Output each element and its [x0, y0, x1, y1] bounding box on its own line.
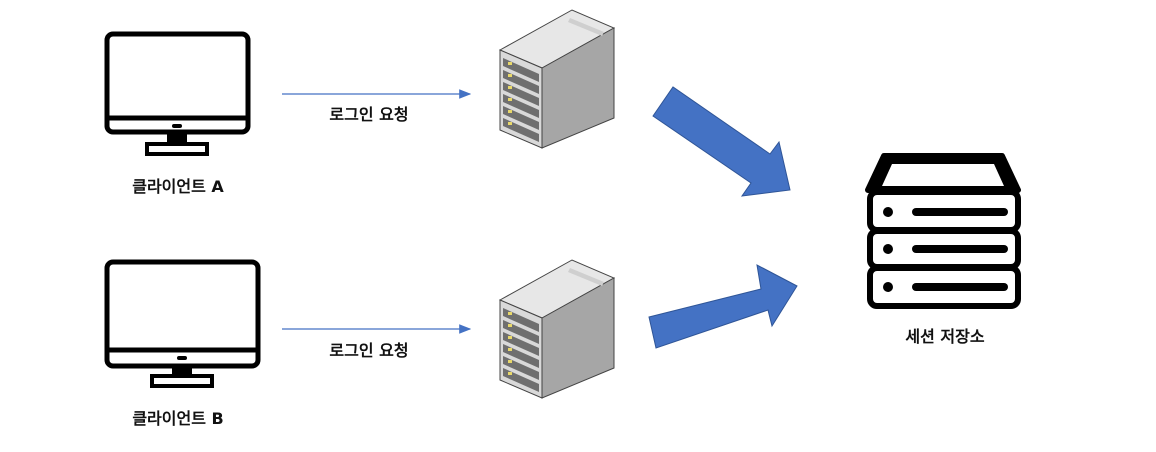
client-a-monitor-icon: [104, 31, 251, 156]
login-request-a-label: 로그인 요청: [329, 105, 409, 124]
server-1-to-store-arrow: [652, 86, 791, 197]
session-store-icon: [865, 153, 1021, 309]
login-request-b-label: 로그인 요청: [329, 341, 409, 360]
server-2-icon: [498, 259, 616, 399]
server-2-to-store-arrow: [648, 264, 798, 349]
client-b-monitor-icon: [104, 259, 261, 388]
client-b-label: 클라이언트 B: [132, 409, 224, 428]
client-a-label: 클라이언트 A: [132, 177, 224, 196]
session-store-label: 세션 저장소: [905, 327, 985, 346]
server-1-icon: [498, 9, 616, 149]
